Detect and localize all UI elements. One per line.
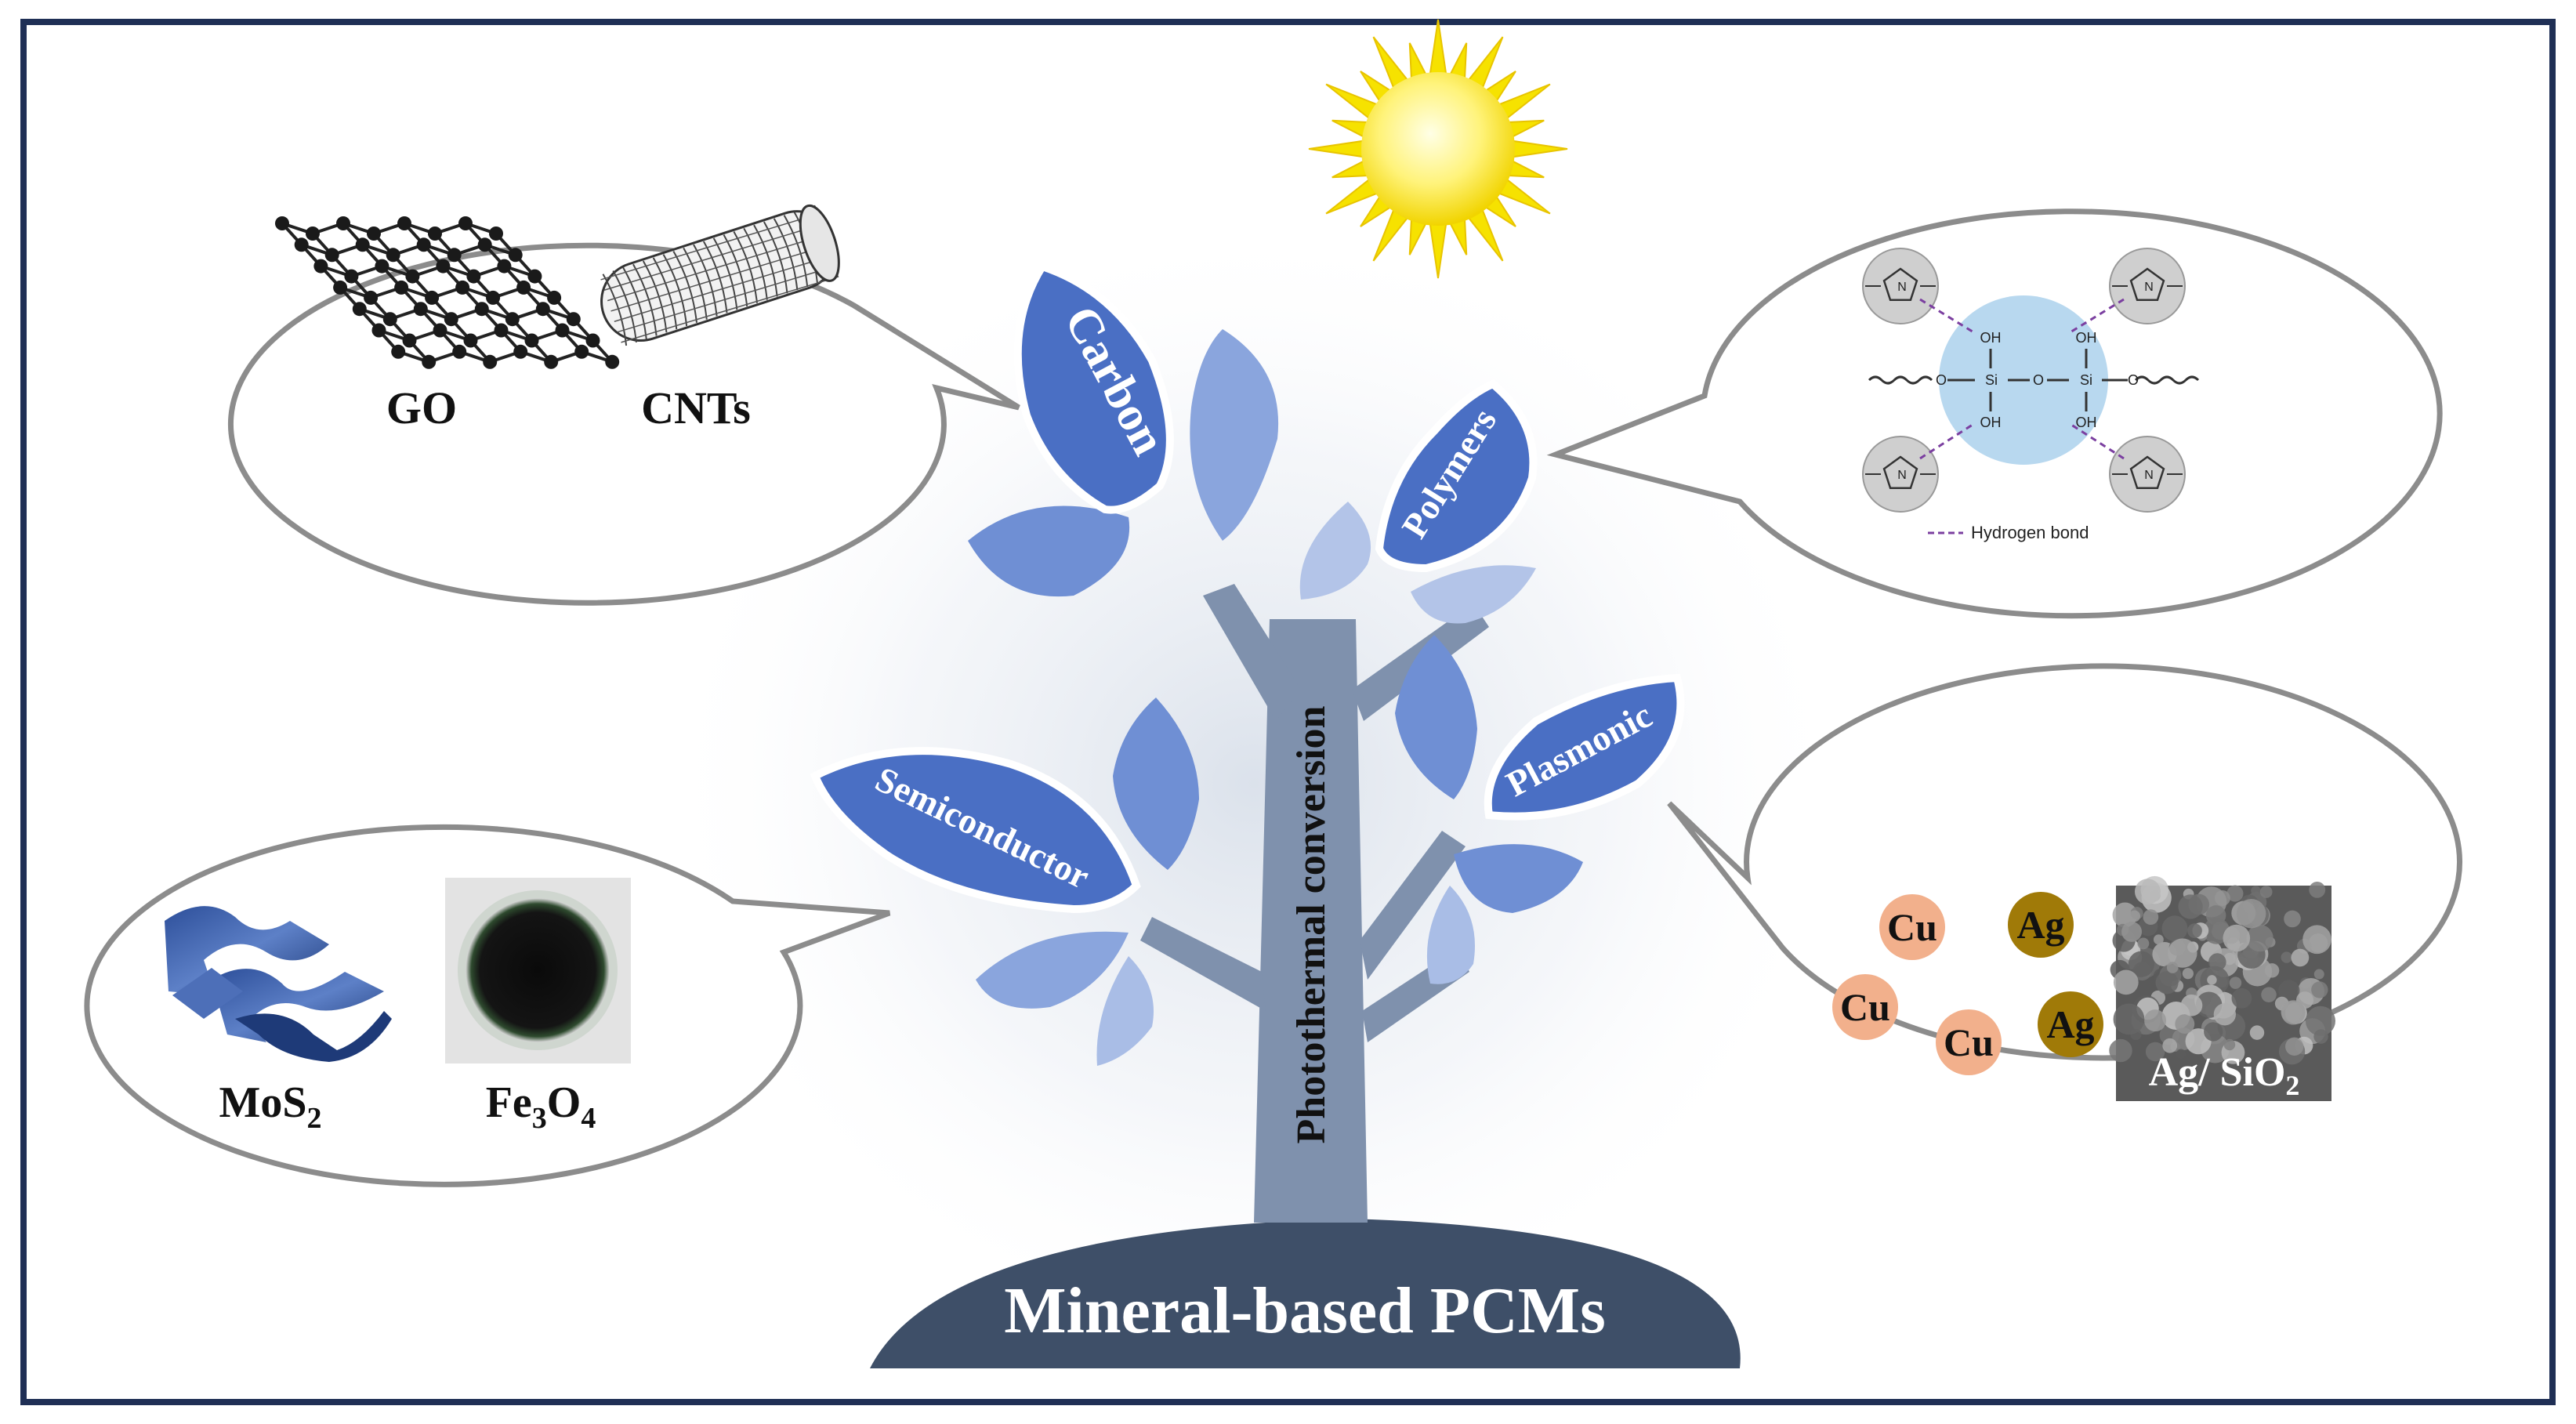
hydrogen-bond-legend: Hydrogen bond <box>1971 523 2089 542</box>
cu-nanoparticle <box>1936 1009 2002 1075</box>
leaf <box>1395 635 1477 799</box>
branch-polymers: Polymers <box>1375 379 1538 573</box>
carbon-item-cnts: CNTs <box>641 382 751 433</box>
leaf <box>1113 698 1199 870</box>
atom-label: OH <box>2076 330 2097 346</box>
leaf <box>976 931 1129 1009</box>
svg-text:N: N <box>2144 469 2154 482</box>
hydrogen-bond-structure: N N N N O Si <box>1862 248 2200 542</box>
atom-label: OH <box>1980 330 2002 346</box>
ag-nanoparticle <box>2008 892 2074 958</box>
leaf <box>1190 329 1279 541</box>
leaf <box>968 505 1130 597</box>
semiconductor-item-mos2: MoS2 <box>219 1078 322 1135</box>
carbon-nanotube-icon <box>600 204 840 346</box>
sun-icon <box>1308 19 1568 279</box>
leaves-group <box>968 329 1583 1066</box>
atom-label: O <box>2033 372 2044 388</box>
semiconductor-bubble: MoS2 Fe3O4 <box>84 824 891 1187</box>
tree-trunk <box>1140 584 1489 1223</box>
leaf <box>1096 956 1154 1066</box>
cu-label: Cu <box>1944 1020 1994 1064</box>
trunk-label: Photothermal conversion <box>1289 705 1334 1143</box>
fe3o4-dish-photo <box>445 878 631 1063</box>
cu-label: Cu <box>1887 905 1937 949</box>
ag-label: Ag <box>2046 1002 2094 1046</box>
cu-nanoparticle <box>1832 974 1898 1040</box>
atom-label: Si <box>1985 372 1998 388</box>
graphene-oxide-icon <box>275 216 620 369</box>
atom-label: OH <box>2076 415 2097 430</box>
sem-image-label: Ag/ SiO2 <box>2149 1050 2300 1101</box>
ag-label: Ag <box>2016 903 2064 947</box>
ag-sio2-sem-image: Ag/ SiO2 <box>2109 875 2336 1101</box>
carbon-bubble: GO CNTs <box>227 204 1020 606</box>
background-glow <box>658 219 1850 1348</box>
plasmonic-bubble: Cu Cu Cu Ag Ag Ag/ SiO2 <box>1667 663 2463 1101</box>
polymers-bubble: N N N N O Si <box>1546 208 2443 619</box>
base-label: Mineral-based PCMs <box>1004 1274 1606 1347</box>
leaf <box>1411 565 1536 624</box>
atom-label: O <box>2128 372 2139 388</box>
carbon-item-go: GO <box>386 382 457 433</box>
cu-label: Cu <box>1840 985 1890 1029</box>
leaf <box>1299 502 1371 600</box>
leaf <box>1454 844 1583 913</box>
atom-label: O <box>1936 372 1947 388</box>
svg-text:N: N <box>1897 281 1907 294</box>
ag-nanoparticle <box>2038 991 2103 1057</box>
mos2-nanosheet-icon <box>165 906 392 1062</box>
svg-text:N: N <box>2144 281 2154 294</box>
atom-label: OH <box>1980 415 2002 430</box>
ground-mound <box>870 1219 1741 1368</box>
leaf <box>1426 886 1475 984</box>
branch-carbon: Carbon <box>1013 262 1176 514</box>
atom-label: Si <box>2080 372 2092 388</box>
semiconductor-item-fe3o4: Fe3O4 <box>486 1078 596 1135</box>
svg-text:N: N <box>1897 469 1907 482</box>
cu-nanoparticle <box>1879 894 1945 960</box>
